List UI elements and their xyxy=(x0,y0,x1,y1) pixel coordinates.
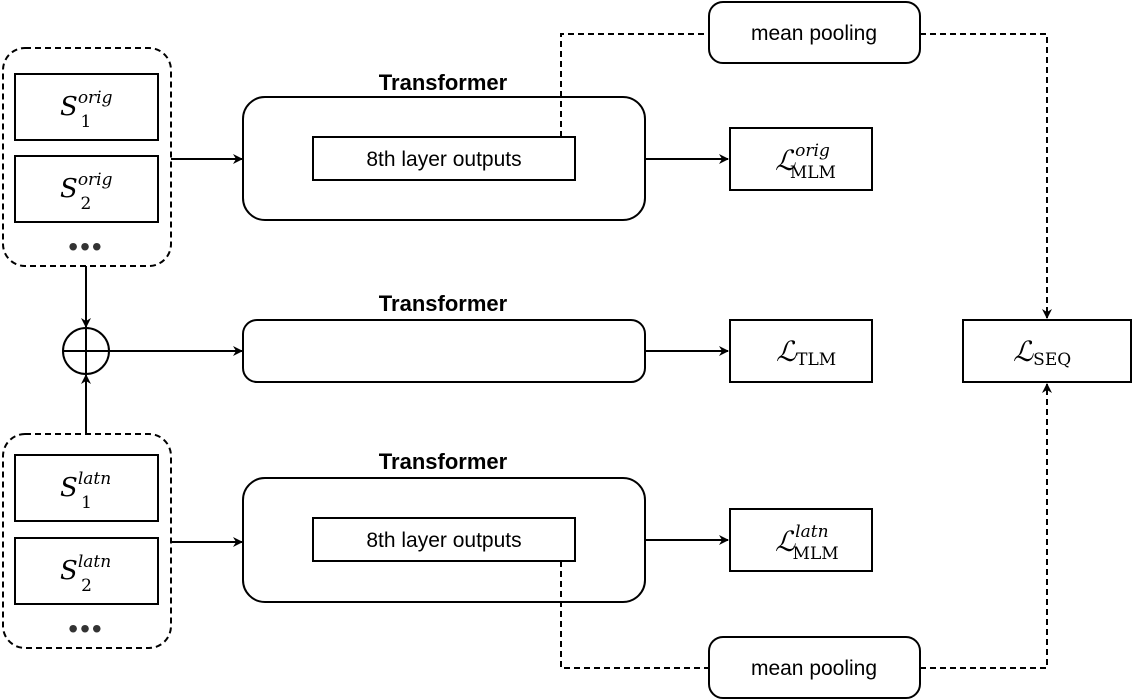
middle-transformer-block xyxy=(242,319,646,383)
dashed-path-bottom-layer-to-pooling xyxy=(560,561,709,669)
loss-tlm-box xyxy=(729,319,873,383)
dashed-arrow-top-pooling-to-seq xyxy=(920,33,1052,319)
latn-sentence-2-box xyxy=(14,537,159,605)
top-8th-layer-box xyxy=(312,136,576,181)
bottom-8th-layer-label: 8th layer outputs xyxy=(366,529,521,552)
loss-seq-label: ℒSEQ xyxy=(1013,335,1071,370)
bottom-transformer-title: Transformer xyxy=(379,449,508,474)
orig-sentence-1-box xyxy=(14,73,159,141)
bottom-8th-layer-box xyxy=(312,517,576,562)
dashed-path-top-layer-to-pooling xyxy=(560,33,709,137)
loss-mlm-latn-box xyxy=(729,508,873,572)
loss-seq-box xyxy=(962,319,1132,383)
middle-transformer-title: Transformer xyxy=(379,291,508,316)
latn-sentence-1-box xyxy=(14,454,159,522)
top-8th-layer-label: 8th layer outputs xyxy=(366,148,521,171)
loss-tlm-label: ℒTLM xyxy=(776,335,836,370)
top-mean-pooling-box xyxy=(708,1,921,64)
bottom-mean-pooling-label: mean pooling xyxy=(751,657,877,680)
dashed-arrow-bottom-pooling-to-seq xyxy=(920,383,1052,669)
top-transformer-title: Transformer xyxy=(379,70,508,95)
orig-ellipsis: ••• xyxy=(68,231,103,262)
orig-sentence-2-box xyxy=(14,155,159,223)
loss-mlm-orig-box xyxy=(729,127,873,191)
top-mean-pooling-label: mean pooling xyxy=(751,22,877,45)
orig-input-group xyxy=(2,47,172,267)
latn-ellipsis: ••• xyxy=(68,613,103,644)
